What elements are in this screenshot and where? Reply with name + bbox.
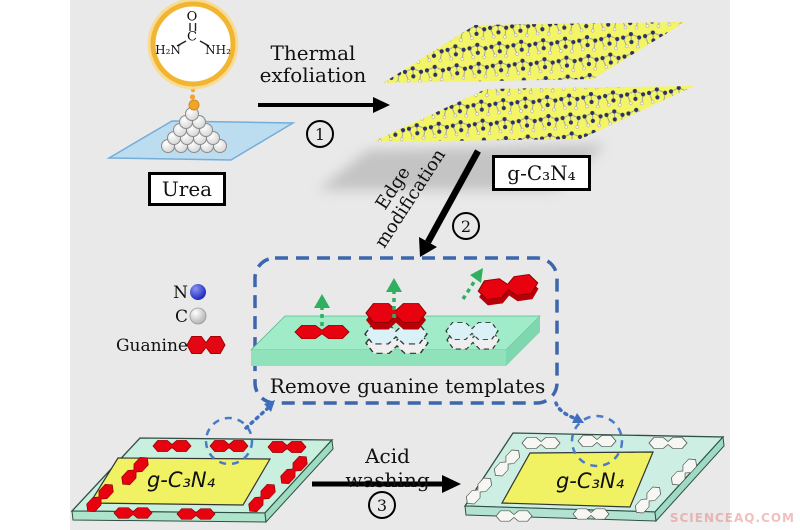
guanine-legend-icon [186,335,226,355]
right-slab-label: g-C₃N₄ [555,469,625,493]
step3-label: Acid washing [345,444,430,492]
legend-nitrogen-label: N [173,283,188,303]
carbon-sphere-icon [189,307,207,325]
step1-number: 1 [306,120,334,148]
legend-guanine-label: Guanine [115,336,188,356]
gcn-sheets-label: g-C₃N₄ [492,155,591,191]
nitrogen-sphere-icon [190,284,206,300]
zoom-circle-left [204,416,254,466]
urea-nh2-label: NH₂ [205,43,231,57]
step3-number: 3 [368,491,396,519]
step2-number: 2 [452,212,480,240]
thermal-exfoliation-arrow [258,97,390,113]
zoom-circle-right [570,414,624,468]
urea-oxygen-label: O [186,9,198,25]
step1-label: Thermal exfoliation [259,41,367,87]
release-arrow-right [461,268,483,300]
urea-label: Urea [148,172,226,206]
left-slab-label: g-C₃N₄ [146,468,216,492]
zoom-connector-left [244,400,275,430]
guanine-flying [476,272,540,307]
watermark: SCIENCEAQ.COM [669,511,795,525]
urea-carbon-label: C [187,29,197,45]
dashed-highlight-box [253,256,559,405]
release-arrow-left [314,294,330,326]
heat-drop-icon [188,87,200,111]
edge-modification-arrow [419,149,481,257]
urea-h2n-label: H₂N [155,43,181,57]
release-arrow-middle [386,278,402,318]
acid-washing-arrow [312,475,461,493]
urea-molecule-circle [147,0,239,90]
urea-powder-pile [161,107,227,153]
remove-templates-caption: Remove guanine templates [269,374,546,398]
gcn-sheets [372,22,694,142]
zoom-connector-right [554,401,584,423]
legend-carbon-label: C [174,307,188,327]
